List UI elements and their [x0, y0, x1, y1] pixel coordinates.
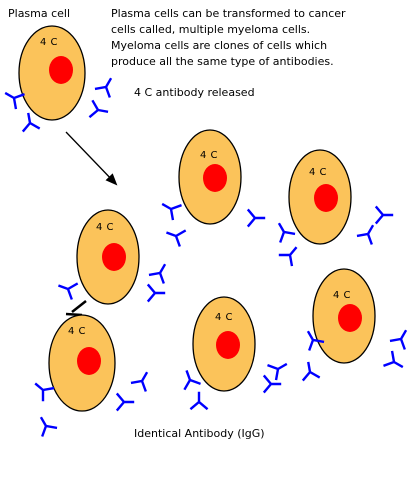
antibody-icon [389, 329, 408, 350]
nucleus [49, 56, 73, 84]
cell-label: 4 C [200, 150, 218, 161]
antibody-icon [383, 350, 404, 369]
myeloma-cell: 4 C [288, 149, 352, 245]
antibody-icon [189, 391, 209, 411]
myeloma-cell: 4 C [76, 209, 140, 305]
cell-label: 4 C [215, 312, 233, 323]
description-line-4: produce all the same type of antibodies. [111, 55, 334, 68]
plasma-cell-label: Plasma cell [8, 7, 70, 20]
myeloma-cell: 4 C [48, 314, 116, 412]
antibody-icon [246, 208, 266, 228]
antibody-icon [306, 330, 325, 351]
description-line-1: Plasma cells can be transformed to cance… [111, 7, 346, 20]
nucleus [102, 243, 126, 271]
plasma-cell: 4 C [18, 25, 86, 121]
antibody-icon [130, 371, 149, 392]
cell-label: 4 C [333, 290, 351, 301]
antibody-icon [34, 382, 55, 402]
antibody-released-label: 4 C antibody released [134, 86, 255, 99]
antibody-icon [262, 374, 282, 394]
antibody-icon [39, 416, 58, 437]
antibody-icon [115, 392, 135, 412]
antibody-icon [94, 77, 113, 98]
antibody-icon [278, 246, 298, 267]
nucleus [338, 304, 362, 332]
antibody-icon [301, 361, 321, 382]
antibody-icon [161, 202, 182, 221]
antibody-icon [356, 224, 375, 245]
nucleus [203, 164, 227, 192]
antibody-icon [148, 263, 167, 284]
nucleus [77, 347, 101, 375]
myeloma-cell: 4 C [192, 296, 256, 392]
identical-antibody-label: Identical Antibody (IgG) [134, 427, 265, 440]
cell-label: 4 C [68, 326, 86, 337]
myeloma-cell: 4 C [178, 129, 242, 225]
antibody-icon [146, 283, 166, 303]
antibody-icon [374, 205, 394, 225]
antibody-icon [21, 112, 41, 133]
antibody-icon [267, 362, 288, 381]
antibody-icon [58, 282, 79, 300]
antibody-icon [166, 229, 187, 247]
description-line-2: cells called, multiple myeloma cells. [111, 23, 310, 36]
mark-icon [65, 300, 87, 317]
myeloma-cell: 4 C [312, 268, 376, 364]
antibody-icon [277, 222, 296, 243]
antibody-icon [88, 99, 109, 119]
nucleus [216, 331, 240, 359]
transformation-arrow [65, 131, 118, 186]
antibody-icon [4, 91, 25, 110]
antibody-icon [183, 370, 201, 391]
nucleus [314, 184, 338, 212]
cell-label: 4 C [40, 37, 58, 48]
cell-label: 4 C [96, 222, 114, 233]
description-line-3: Myeloma cells are clones of cells which [111, 39, 327, 52]
cell-label: 4 C [309, 167, 327, 178]
